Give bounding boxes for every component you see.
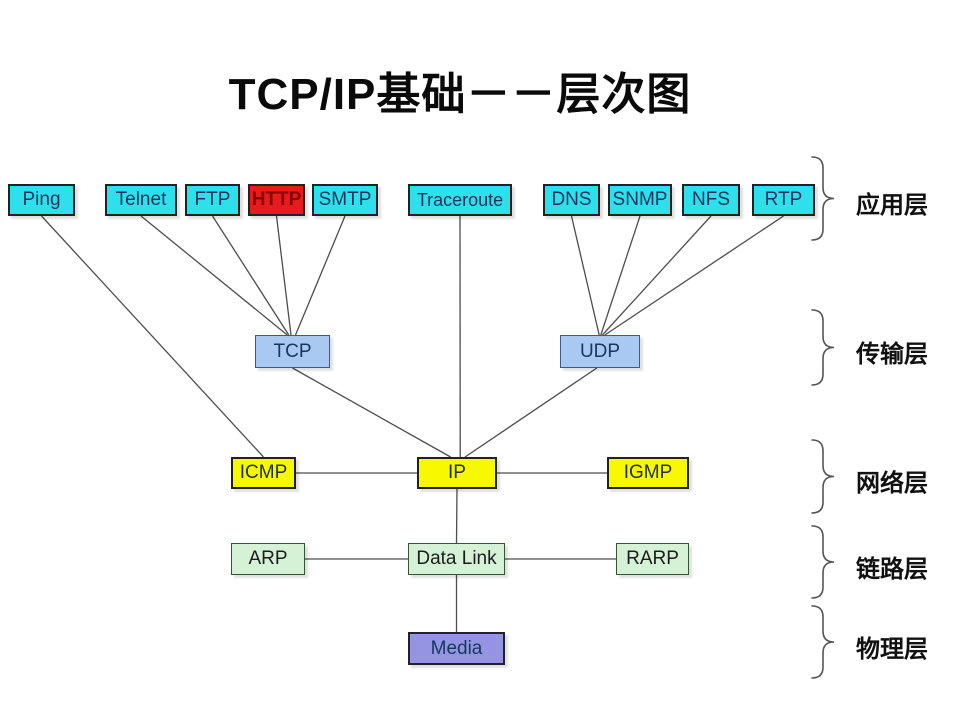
- node-icmp: ICMP: [231, 457, 296, 489]
- diagram-title: TCP/IP基础－－层次图: [228, 70, 692, 119]
- edge-smtp-tcp: [294, 215, 346, 336]
- node-nfs: NFS: [682, 184, 740, 216]
- node-data-link: Data Link: [408, 543, 505, 575]
- node-arp: ARP: [231, 543, 305, 575]
- edge-nfs-udp: [601, 215, 712, 336]
- layer-label-application: 应用层: [856, 193, 928, 219]
- node-dns: DNS: [543, 184, 600, 216]
- node-rtp: RTP: [752, 184, 815, 216]
- node-telnet: Telnet: [105, 184, 177, 216]
- edge-dns-udp: [570, 215, 600, 336]
- edge-http-tcp: [275, 215, 292, 336]
- node-tcp: TCP: [255, 335, 330, 368]
- node-ip: IP: [417, 457, 497, 489]
- node-traceroute: Traceroute: [408, 184, 512, 216]
- node-media: Media: [408, 632, 505, 665]
- node-ftp: FTP: [185, 184, 240, 216]
- layer-brace-application: [811, 156, 835, 241]
- node-http: HTTP: [248, 184, 305, 216]
- node-igmp: IGMP: [607, 457, 689, 489]
- edge-ip-datalink: [455, 488, 458, 544]
- node-smtp: SMTP: [312, 184, 378, 216]
- layer-brace-network: [811, 439, 835, 514]
- layer-brace-link: [811, 525, 835, 599]
- node-ping: Ping: [8, 184, 75, 216]
- edge-ftp-tcp: [211, 215, 290, 336]
- node-snmp: SNMP: [608, 184, 672, 216]
- edge-telnet-tcp: [140, 215, 288, 336]
- node-rarp: RARP: [616, 543, 689, 575]
- layer-label-link: 链路层: [856, 557, 928, 583]
- edge-snmp-udp: [600, 215, 641, 336]
- layer-label-transport: 传输层: [856, 342, 928, 368]
- edge-ping-icmp: [41, 215, 264, 458]
- layer-label-network: 网络层: [856, 471, 928, 497]
- edge-tcp-ip: [292, 367, 451, 458]
- layer-brace-transport: [811, 309, 835, 386]
- layer-brace-physical: [811, 605, 835, 679]
- edge-rtp-udp: [604, 215, 784, 336]
- layer-label-physical: 物理层: [856, 637, 928, 663]
- edge-udp-ip: [464, 367, 598, 458]
- node-udp: UDP: [560, 335, 640, 368]
